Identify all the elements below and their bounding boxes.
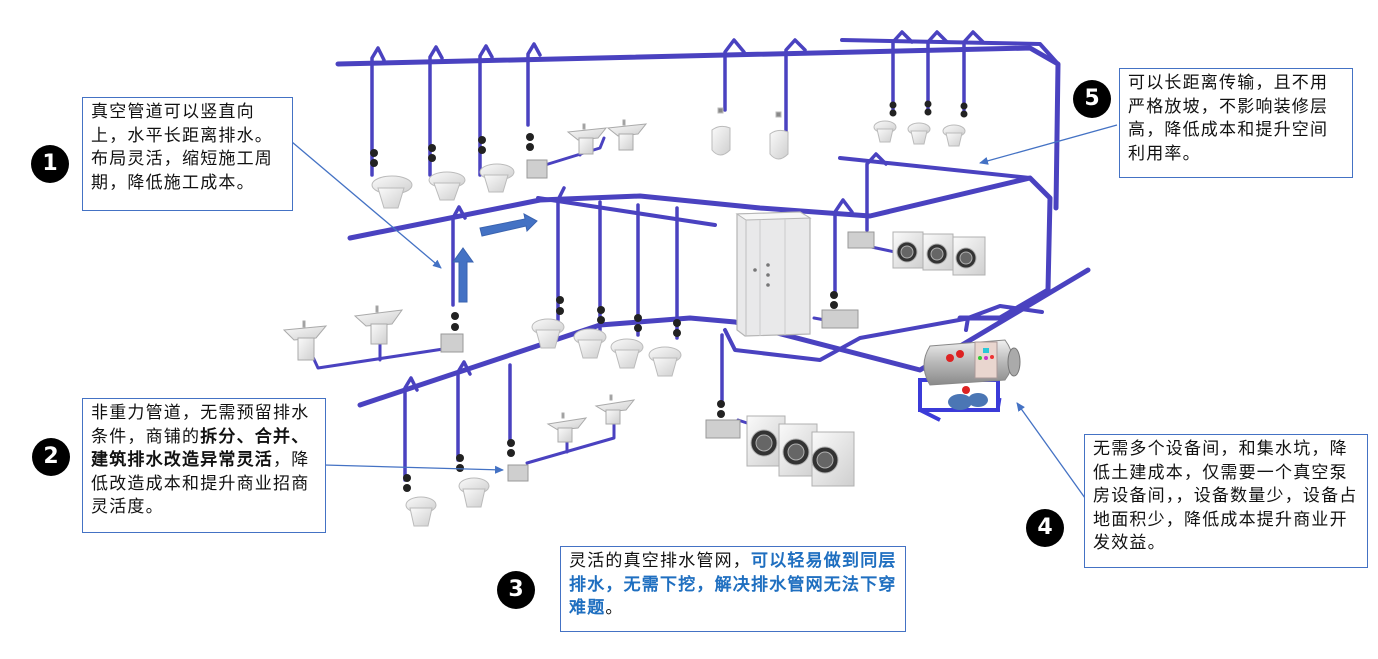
callout-4-text: 无需多个设备间，和集水坑，降低土建成本，仅需要一个真空泵房设备间，，设备数量少，… (1093, 439, 1358, 553)
toilet (942, 124, 966, 147)
leader-line-4 (1016, 402, 1086, 499)
urinals (711, 107, 789, 160)
toilet (531, 318, 565, 349)
callout-2-text-a: 非重力管道，无需预留排水条件，商铺的 (91, 403, 310, 447)
toilet (610, 338, 644, 369)
callout-3-text-c: 。 (605, 598, 624, 618)
callout-3-text-a: 灵活的真空排水管网， (569, 551, 751, 571)
drops-top (370, 30, 985, 232)
pipe-main-top-back (840, 38, 1060, 66)
toilet (458, 477, 490, 508)
washing-machine (778, 423, 818, 477)
washbasin (594, 394, 636, 425)
leader-line-5 (979, 124, 1118, 165)
urinal (769, 129, 789, 160)
washbasin (606, 119, 648, 151)
leader-line-1 (291, 141, 442, 269)
toilet (405, 496, 437, 527)
callout-1-text: 真空管道可以竖直向上，水平长距离排水。布局灵活，缩短施工周期，降低施工成本。 (91, 102, 273, 193)
toilet (371, 175, 413, 209)
washbasin (282, 320, 328, 361)
callout-badge-2: 2 (32, 438, 70, 476)
toilet (573, 328, 607, 359)
urinal (711, 125, 731, 156)
callout-2-text-bold: 拆分、合并、建筑排水改造异常灵活 (91, 426, 310, 471)
drops-lower (403, 360, 512, 482)
flow-arrow-up (452, 247, 474, 303)
washbasin (546, 412, 588, 443)
vacuum-valves (370, 100, 968, 492)
callout-3-text-highlight: 可以轻易做到同层排水，无需下挖，解决排水管网无法下穿难题 (569, 551, 897, 618)
callout-2: 非重力管道，无需预留排水条件，商铺的拆分、合并、建筑排水改造异常灵活，降低改造成… (82, 398, 326, 533)
shower-cabin (735, 211, 812, 337)
pipe-main-middle-branch (536, 196, 717, 227)
collection-tanks (440, 159, 875, 482)
washing-machine (811, 431, 855, 487)
toilet (907, 122, 931, 145)
drops-middle (451, 186, 854, 402)
callout-badge-4: 4 (1026, 509, 1064, 547)
callout-badge-1: 1 (31, 145, 69, 183)
callout-1: 真空管道可以竖直向上，水平长距离排水。布局灵活，缩短施工周期，降低施工成本。 (82, 97, 293, 211)
toilets (371, 120, 966, 527)
callout-3: 灵活的真空排水管网，可以轻易做到同层排水，无需下挖，解决排水管网无法下穿难题。 (560, 546, 906, 632)
callout-5: 可以长距离传输，且不用严格放坡，不影响装修层高，降低成本和提升空间利用率。 (1119, 68, 1353, 178)
leader-lines (291, 124, 1118, 499)
callout-4: 无需多个设备间，和集水坑，降低土建成本，仅需要一个真空泵房设备间，，设备数量少，… (1084, 434, 1368, 568)
flow-arrows (452, 213, 538, 303)
pipe-main-middle (347, 175, 1053, 321)
pipe-network (310, 30, 1091, 482)
washing-machine (922, 233, 954, 271)
washing-machines (746, 231, 986, 487)
flow-arrow-right (479, 213, 538, 237)
washbasin (353, 305, 404, 345)
toilet (648, 346, 682, 377)
callout-badge-5: 5 (1073, 80, 1111, 118)
pipe-main-lower (357, 267, 1091, 408)
callout-2-text-c: ，降低改造成本和提升商业招商灵活度。 (91, 450, 310, 517)
pipe-main-top (335, 45, 1061, 211)
leader-line-2 (323, 464, 504, 474)
washing-machine (952, 236, 986, 276)
pipe-pump-riser (964, 304, 1044, 332)
vacuum-pump-station (918, 339, 1021, 422)
callout-badge-3: 3 (497, 571, 535, 609)
toilet (873, 120, 897, 143)
washbasins (282, 119, 648, 443)
callout-5-text: 可以长距离传输，且不用严格放坡，不影响装修层高，降低成本和提升空间利用率。 (1128, 73, 1329, 164)
washbasin (566, 123, 608, 155)
washing-machine (892, 231, 924, 269)
pipe-main-lower-back (723, 316, 972, 362)
toilet (428, 171, 466, 201)
toilet (479, 163, 515, 193)
